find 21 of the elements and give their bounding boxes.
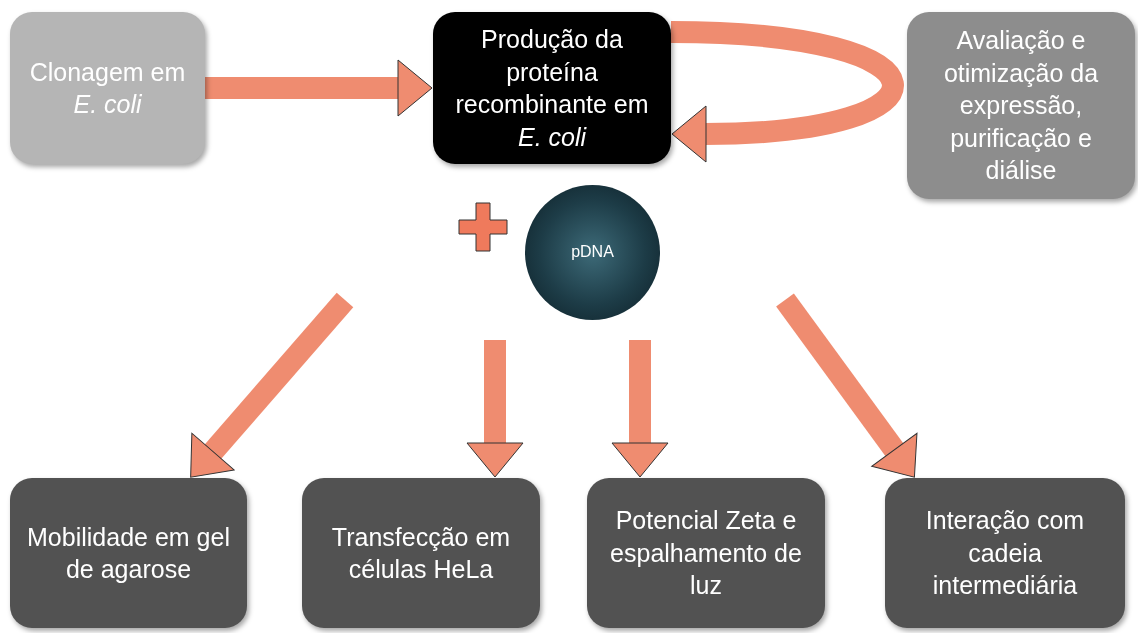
node-label: Transfecção em células HeLa [330, 521, 512, 585]
node-label: Potencial Zeta e espalhamento de luz [609, 505, 803, 602]
process-box [907, 12, 1135, 199]
block-arrow [670, 21, 904, 163]
node-label: Clonagem em E. coli [28, 56, 187, 120]
process-box [10, 478, 247, 628]
process-box [433, 12, 671, 164]
block-arrow [190, 292, 354, 478]
block-arrow [466, 340, 524, 478]
process-box [885, 478, 1125, 628]
node-label: Mobilidade em gel de agarose [26, 521, 231, 585]
process-box [587, 478, 825, 628]
node-label: Avaliação e otimização da expressão, purificação e diálise [942, 25, 1100, 187]
process-box [10, 12, 205, 164]
node-label: pDNA [571, 242, 614, 263]
block-arrow [205, 59, 433, 117]
block-arrow [776, 293, 918, 478]
block-arrow [611, 340, 669, 478]
node-label: Interação com cadeia intermediária [924, 505, 1086, 602]
node-label: Produção da proteína recombinante em E. coli [454, 24, 650, 153]
process-box [302, 478, 540, 628]
